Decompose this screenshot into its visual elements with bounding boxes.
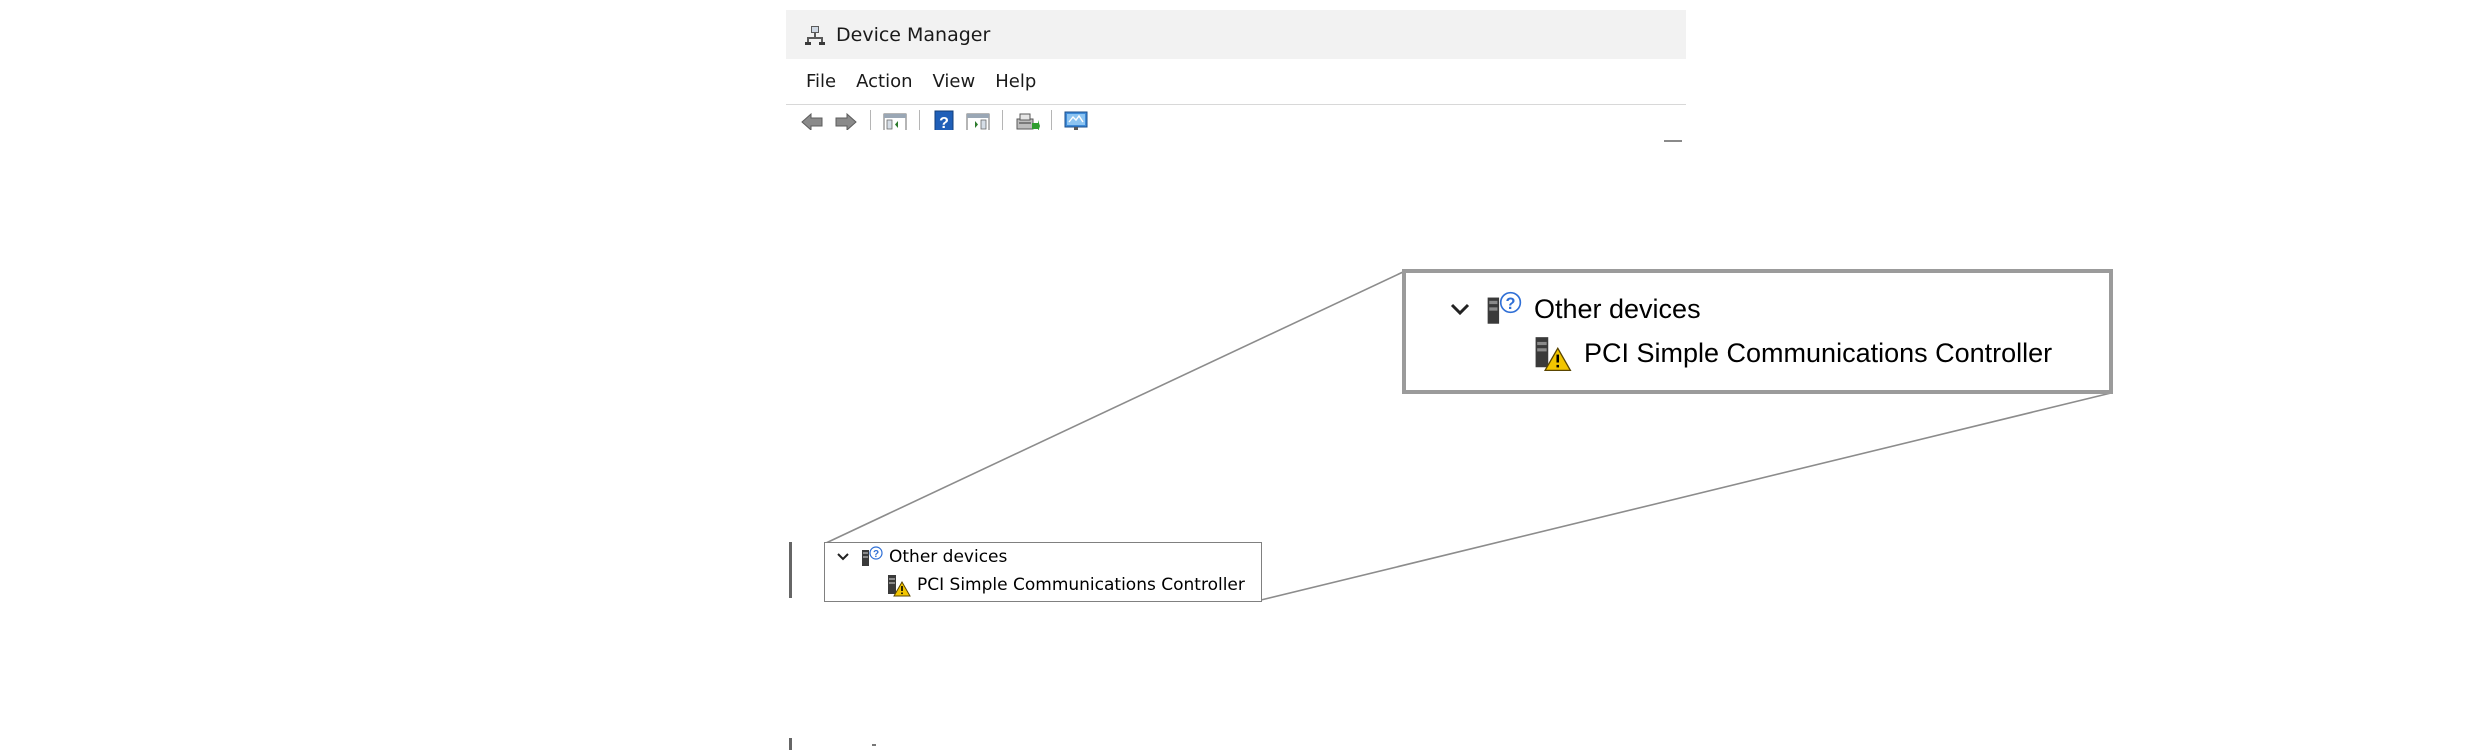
- show-hide-console-tree-button[interactable]: [881, 109, 909, 130]
- tree-device-label: PCI Simple Communications Controller: [1584, 337, 2053, 368]
- monitor-scan-icon: [1064, 111, 1088, 130]
- unknown-device-category-icon: ?: [861, 546, 883, 568]
- toolbar-separator: [1002, 110, 1003, 130]
- window-title: Device Manager: [836, 23, 991, 46]
- back-button[interactable]: [798, 109, 826, 130]
- device-warning-icon: [887, 573, 911, 597]
- menu-view[interactable]: View: [932, 71, 976, 92]
- svg-text:?: ?: [873, 549, 879, 560]
- menu-bar: File Action View Help: [786, 59, 1686, 105]
- forward-button[interactable]: [832, 109, 860, 130]
- edge-artifact-mark: [872, 744, 876, 746]
- scan-hardware-button[interactable]: [1062, 109, 1090, 130]
- tree-device-label: PCI Simple Communications Controller: [917, 575, 1245, 595]
- tree-category-label: Other devices: [1534, 293, 1701, 324]
- properties-pane-button[interactable]: [964, 109, 992, 130]
- menu-file[interactable]: File: [806, 71, 837, 92]
- menu-help[interactable]: Help: [995, 71, 1037, 92]
- chevron-down-icon[interactable]: [835, 549, 851, 565]
- update-driver-icon: [1016, 113, 1040, 130]
- title-bar[interactable]: Device Manager: [786, 10, 1686, 59]
- tree-pane-bottom-edge: [789, 738, 792, 750]
- update-driver-button[interactable]: [1013, 109, 1041, 130]
- tree-device-pci-controller[interactable]: PCI Simple Communications Controller: [887, 573, 1245, 597]
- device-warning-icon: [1534, 334, 1572, 372]
- device-manager-window: Device Manager File Action View Help: [786, 10, 1686, 130]
- tree-pane-left-edge: [789, 542, 792, 598]
- toolbar-separator: [870, 110, 871, 130]
- svg-text:?: ?: [939, 115, 949, 130]
- tree-category-other-devices-zoomed[interactable]: ? Other devices: [1448, 291, 1701, 327]
- device-manager-icon: [804, 24, 826, 46]
- toolbar-separator: [919, 110, 920, 130]
- chevron-down-icon[interactable]: [1448, 297, 1472, 321]
- menu-action[interactable]: Action: [856, 71, 913, 92]
- show-hide-console-tree-icon: [883, 113, 907, 130]
- tree-category-label: Other devices: [889, 547, 1008, 567]
- properties-pane-icon: [966, 113, 990, 130]
- unknown-device-category-icon: ?: [1486, 291, 1522, 327]
- help-button[interactable]: ?: [930, 109, 958, 130]
- forward-arrow-icon: [835, 112, 857, 130]
- tree-device-pci-controller-zoomed[interactable]: PCI Simple Communications Controller: [1534, 334, 2052, 372]
- tree-snippet-zoomed: ? Other devices PCI Simple Communication…: [1402, 269, 2113, 394]
- svg-text:?: ?: [1506, 295, 1516, 313]
- tree-snippet-small: ? Other devices PCI Simple Communication…: [824, 542, 1262, 602]
- toolbar: ?: [786, 105, 1686, 130]
- tree-category-other-devices[interactable]: ? Other devices: [835, 546, 1007, 568]
- window-edge-mark: [1664, 140, 1682, 142]
- toolbar-separator: [1051, 110, 1052, 130]
- help-icon: ?: [934, 110, 954, 130]
- back-arrow-icon: [801, 112, 823, 130]
